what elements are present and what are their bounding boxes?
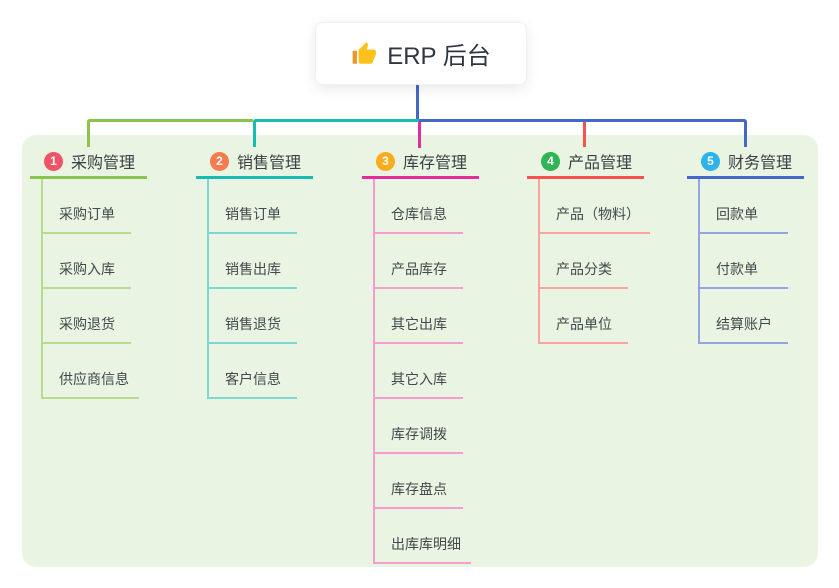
branch-number-badge: 3 xyxy=(376,151,395,171)
child-node[interactable]: 出库库明细 xyxy=(375,509,471,564)
branch-label: 销售管理 xyxy=(237,155,302,172)
branch-title[interactable]: 2 销售管理 xyxy=(196,146,313,179)
branch-title[interactable]: 4 产品管理 xyxy=(527,146,644,179)
branch-2: 2 销售管理销售订单销售出库销售退货客户信息 xyxy=(196,146,313,399)
child-node[interactable]: 销售出库 xyxy=(209,234,297,289)
branch-children: 销售订单销售出库销售退货客户信息 xyxy=(207,179,297,399)
child-node[interactable]: 产品库存 xyxy=(375,234,463,289)
child-node[interactable]: 其它出库 xyxy=(375,289,463,344)
child-node[interactable]: 结算账户 xyxy=(700,289,788,344)
branch-label: 库存管理 xyxy=(403,155,468,172)
branch-children: 采购订单采购入库采购退货供应商信息 xyxy=(41,179,139,399)
connector-branch-2 xyxy=(253,119,419,147)
root-label: ERP 后台 xyxy=(387,43,491,70)
branch-label: 采购管理 xyxy=(71,155,136,172)
connector-root-line xyxy=(416,83,419,122)
child-node[interactable]: 产品单位 xyxy=(540,289,628,344)
connector-branch-1 xyxy=(87,119,253,147)
branch-children: 产品（物料）产品分类产品单位 xyxy=(538,179,650,344)
branch-5: 5 财务管理回款单付款单结算账户 xyxy=(687,146,804,344)
child-node[interactable]: 其它入库 xyxy=(375,344,463,399)
branch-label: 财务管理 xyxy=(728,155,793,172)
root-node[interactable]: ERP 后台 xyxy=(315,22,527,85)
child-node[interactable]: 回款单 xyxy=(700,179,788,234)
branch-title[interactable]: 1 采购管理 xyxy=(30,146,147,179)
child-node[interactable]: 销售订单 xyxy=(209,179,297,234)
branch-number-badge: 4 xyxy=(541,151,560,171)
connector-branch-3 xyxy=(418,122,421,148)
branch-1: 1 采购管理采购订单采购入库采购退货供应商信息 xyxy=(30,146,147,399)
branch-3: 3 库存管理仓库信息产品库存其它出库其它入库库存调拨库存盘点出库库明细 xyxy=(362,146,479,564)
branch-children: 仓库信息产品库存其它出库其它入库库存调拨库存盘点出库库明细 xyxy=(373,179,471,564)
child-node[interactable]: 产品分类 xyxy=(540,234,628,289)
child-node[interactable]: 采购入库 xyxy=(43,234,131,289)
branch-title[interactable]: 5 财务管理 xyxy=(687,146,804,179)
branch-number-badge: 1 xyxy=(44,151,63,171)
thumbs-up-icon xyxy=(352,41,377,64)
branch-title[interactable]: 3 库存管理 xyxy=(362,146,479,179)
branch-children: 回款单付款单结算账户 xyxy=(698,179,788,344)
child-node[interactable]: 采购退货 xyxy=(43,289,131,344)
child-node[interactable]: 仓库信息 xyxy=(375,179,463,234)
child-node[interactable]: 付款单 xyxy=(700,234,788,289)
connector-branch-4 xyxy=(583,122,586,147)
branch-number-badge: 2 xyxy=(210,151,229,171)
child-node[interactable]: 客户信息 xyxy=(209,344,297,399)
child-node[interactable]: 销售退货 xyxy=(209,289,297,344)
background-panel xyxy=(22,135,818,567)
branch-number-badge: 5 xyxy=(701,151,720,171)
child-node[interactable]: 供应商信息 xyxy=(43,344,139,399)
child-node[interactable]: 库存调拨 xyxy=(375,399,463,454)
branch-4: 4 产品管理产品（物料）产品分类产品单位 xyxy=(527,146,650,344)
child-node[interactable]: 采购订单 xyxy=(43,179,131,234)
child-node[interactable]: 产品（物料） xyxy=(540,179,650,234)
branch-label: 产品管理 xyxy=(568,155,633,172)
connector-branch-5 xyxy=(419,119,747,147)
child-node[interactable]: 库存盘点 xyxy=(375,454,463,509)
